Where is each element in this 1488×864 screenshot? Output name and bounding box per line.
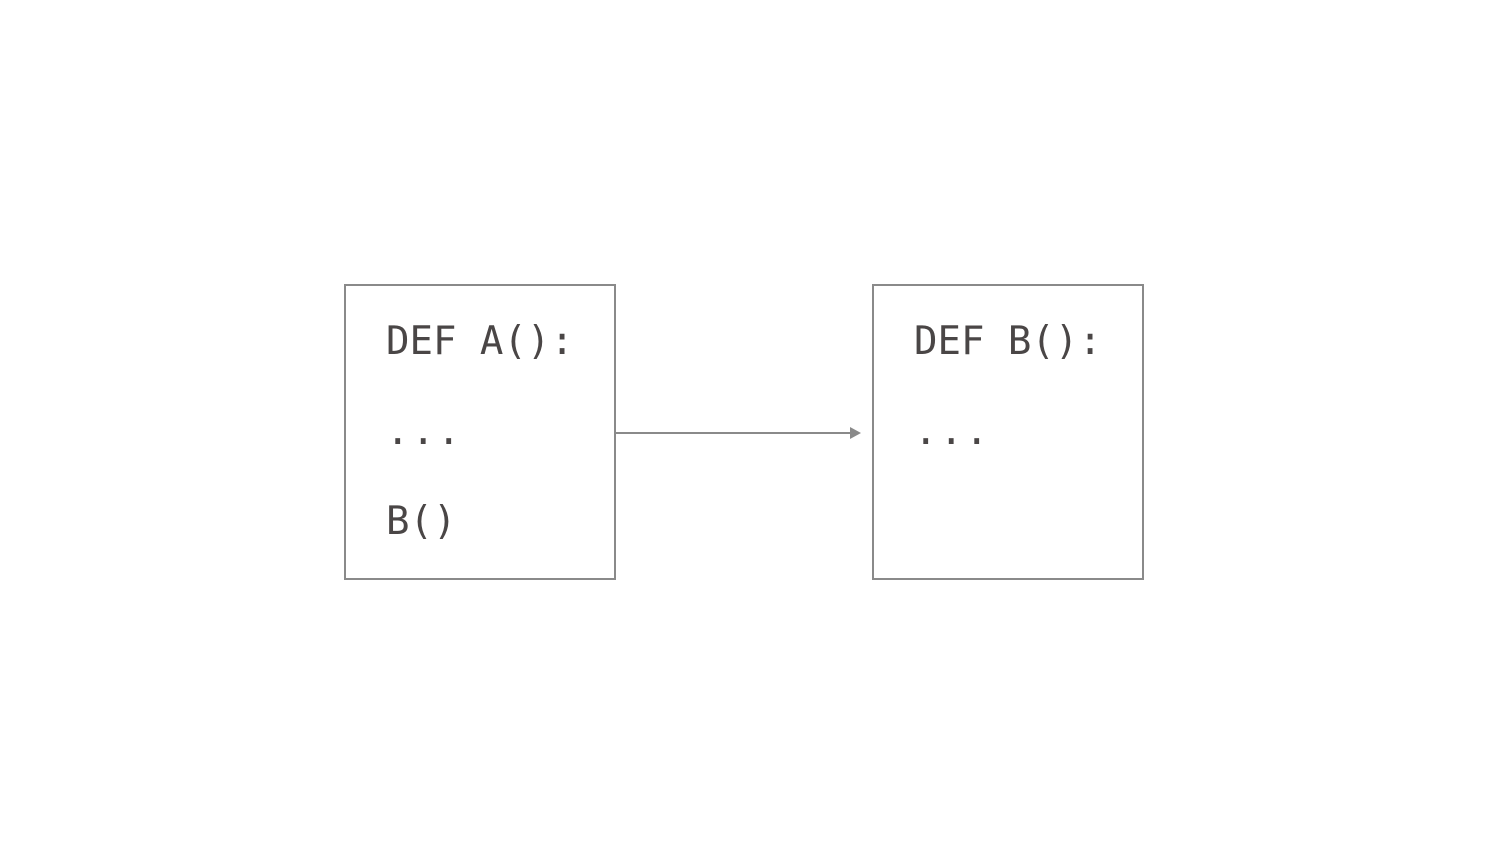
function-b-ellipsis: ...	[914, 409, 991, 454]
function-b-box: DEF B(): ...	[872, 284, 1144, 580]
function-a-ellipsis: ...	[386, 409, 463, 454]
call-arrow-head	[850, 427, 861, 439]
function-a-call-b: B()	[386, 499, 457, 544]
function-a-definition: DEF A():	[386, 319, 574, 364]
function-b-definition: DEF B():	[914, 319, 1102, 364]
function-a-box: DEF A(): ... B()	[344, 284, 616, 580]
